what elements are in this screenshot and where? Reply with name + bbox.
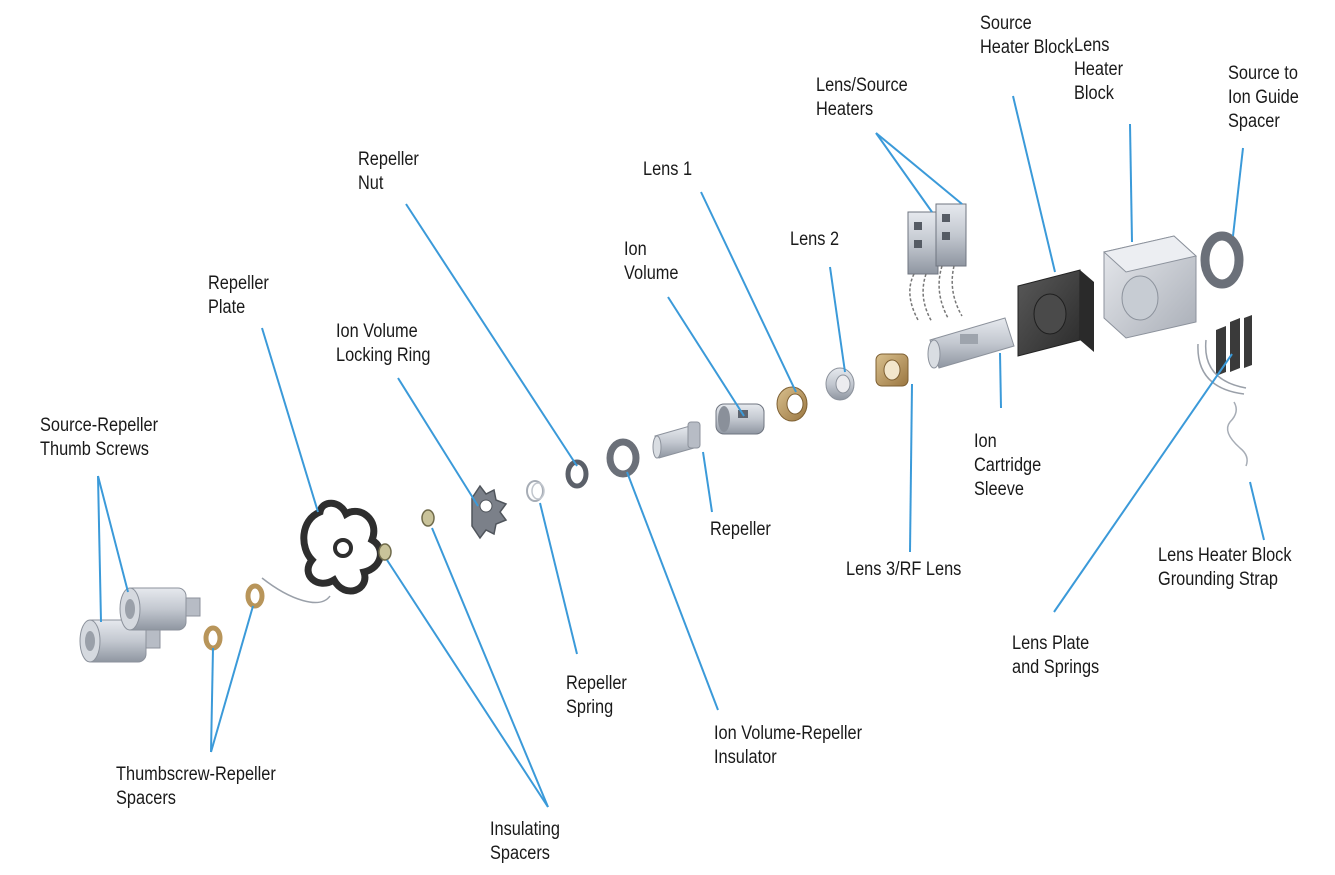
label-ion-cartridge-sleeve: Ion Cartridge Sleeve bbox=[974, 431, 1042, 500]
insulating-spacer-part bbox=[378, 509, 435, 561]
label-lens-1: Lens 1 bbox=[643, 159, 693, 180]
repeller-spring-part bbox=[526, 480, 545, 502]
leader-line bbox=[875, 132, 933, 213]
leader-line bbox=[431, 527, 549, 808]
label-thumbscrew-repeller-spacers: Thumbscrew-Repeller Spacers bbox=[116, 764, 276, 809]
leader-line bbox=[97, 475, 102, 623]
leader-line bbox=[210, 605, 254, 753]
grounding-strap-part bbox=[1226, 401, 1248, 467]
leader-line bbox=[829, 266, 846, 373]
leader-line bbox=[210, 647, 214, 753]
label-repeller-plate: Repeller Plate bbox=[208, 273, 269, 318]
label-ion-volume: Ion Volume bbox=[624, 239, 679, 284]
thumb-screw-part bbox=[79, 619, 161, 663]
repeller-part bbox=[652, 421, 701, 459]
lens-source-heaters-part bbox=[907, 203, 967, 323]
label-lens-3-rf-lens: Lens 3/RF Lens bbox=[846, 559, 962, 580]
leader-line bbox=[999, 352, 1002, 409]
leader-line bbox=[261, 327, 319, 513]
leader-line bbox=[1053, 353, 1233, 613]
label-lens-2: Lens 2 bbox=[790, 229, 840, 250]
label-ion-volume-repeller-insulator: Ion Volume-Repeller Insulator bbox=[714, 723, 863, 768]
leader-line bbox=[539, 502, 578, 655]
lens-plate-and-springs-part bbox=[1197, 315, 1252, 395]
label-repeller-nut: Repeller Nut bbox=[358, 149, 419, 194]
leader-line bbox=[1249, 481, 1265, 541]
leader-line bbox=[909, 383, 913, 553]
lens-1-part bbox=[776, 386, 808, 422]
source-to-ion-guide-spacer-part bbox=[1200, 231, 1244, 289]
lens-3-rf-lens-part bbox=[875, 353, 909, 387]
label-insulating-spacers: Insulating Spacers bbox=[490, 819, 560, 864]
leader-line bbox=[700, 191, 797, 393]
leader-line bbox=[397, 377, 479, 507]
leader-line bbox=[875, 132, 963, 205]
leader-line bbox=[667, 296, 745, 417]
leader-line bbox=[1232, 147, 1244, 237]
leader-line bbox=[702, 451, 713, 513]
label-repeller: Repeller bbox=[710, 519, 771, 540]
label-lens-heater-block: Lens Heater Block bbox=[1074, 35, 1124, 104]
label-lens-source-heaters: Lens/Source Heaters bbox=[816, 75, 908, 120]
label-lens-heater-block-grounding-strap: Lens Heater Block Grounding Strap bbox=[1158, 545, 1292, 590]
leader-line bbox=[626, 471, 719, 711]
label-source-repeller-thumb-screws: Source-Repeller Thumb Screws bbox=[40, 415, 159, 460]
label-source-heater-block: Source Heater Block bbox=[980, 13, 1074, 58]
leader-line bbox=[1012, 95, 1056, 273]
label-repeller-spring: Repeller Spring bbox=[566, 673, 627, 718]
thumbscrew-spacer-part bbox=[203, 583, 265, 651]
ion-cartridge-sleeve-part bbox=[927, 317, 1015, 369]
leader-line bbox=[405, 203, 578, 467]
leader-line bbox=[386, 559, 549, 808]
label-source-to-ion-guide-spacer: Source to Ion Guide Spacer bbox=[1228, 63, 1299, 132]
ion-volume-part bbox=[715, 403, 765, 435]
lens-heater-block-part bbox=[1102, 235, 1198, 339]
repeller-plate-part bbox=[261, 499, 384, 604]
label-lens-plate-and-springs: Lens Plate and Springs bbox=[1012, 633, 1100, 678]
leader-lines bbox=[97, 95, 1265, 808]
source-heater-block-part bbox=[1017, 269, 1094, 357]
leader-line bbox=[97, 475, 129, 593]
ion-volume-repeller-insulator-part bbox=[606, 438, 640, 478]
label-ion-volume-locking-ring: Ion Volume Locking Ring bbox=[336, 321, 431, 366]
repeller-nut-part bbox=[565, 459, 589, 489]
thumb-screw-part bbox=[119, 587, 201, 631]
ion-volume-locking-ring-part bbox=[471, 484, 508, 540]
leader-line bbox=[1129, 123, 1133, 243]
lens-2-part bbox=[825, 367, 855, 401]
